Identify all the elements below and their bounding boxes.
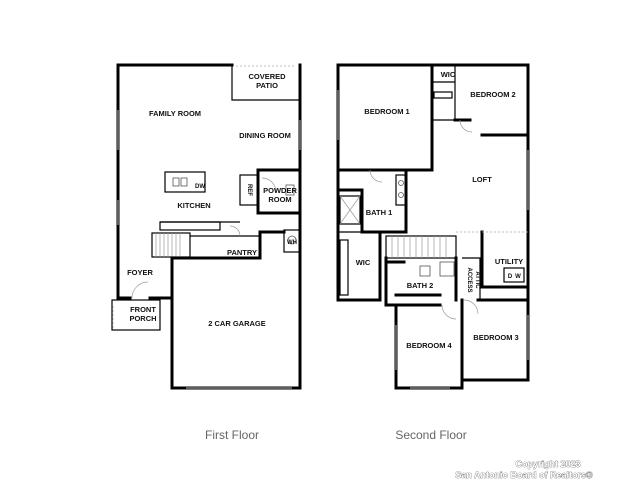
water-heater: [287, 235, 297, 245]
room-label-powder-room: POWDER: [263, 186, 297, 195]
label-ref: REF: [246, 184, 252, 196]
room-label-bedroom-4: BEDROOM 4: [406, 341, 452, 350]
sink: [172, 177, 180, 187]
second-floor-plan: WIC BEDROOM 2 BEDROOM 1 LOFT BATH 1 WIC …: [336, 63, 530, 442]
sink: [439, 261, 455, 277]
shower: [339, 195, 361, 225]
first-floor-plan: COVERED PATIO FAMILY ROOM DINING ROOM PO…: [111, 63, 302, 442]
room-label-powder-room: ROOM: [268, 195, 291, 204]
ref-nook: [239, 174, 259, 206]
room-label-bedroom-3: BEDROOM 3: [473, 333, 518, 342]
stairs: [385, 235, 457, 259]
room-label-covered-patio: PATIO: [256, 81, 278, 90]
room-label-front-porch: PORCH: [129, 314, 156, 323]
label-dw: DW: [195, 184, 205, 190]
label-dryer: D: [508, 274, 513, 280]
wall: [170, 230, 286, 260]
door-swing: [261, 177, 277, 193]
label-attic-access: ACCESS: [466, 267, 472, 292]
room-label-loft: LOFT: [472, 175, 492, 184]
wall: [336, 63, 382, 302]
wall: [336, 188, 406, 234]
second-floor-caption: Second Floor: [395, 428, 466, 442]
door-swing: [441, 304, 457, 320]
label-wh: WH: [287, 240, 297, 246]
door-swing: [131, 281, 149, 299]
sink: [398, 192, 404, 198]
sink: [180, 177, 188, 187]
wall: [336, 63, 434, 172]
room-label-front-porch: FRONT: [130, 305, 156, 314]
room-label-wic: WIC: [356, 258, 371, 267]
kitchen-island: [164, 171, 206, 193]
room-label-wic: WIC: [441, 70, 456, 79]
toilet: [285, 184, 295, 196]
stairs: [151, 232, 191, 258]
door-swing: [459, 119, 473, 133]
first-floor-caption: First Floor: [205, 428, 259, 442]
room-label-covered-patio: COVERED: [248, 72, 286, 81]
door-swing: [463, 299, 479, 315]
room-label-foyer: FOYER: [127, 268, 153, 277]
shower-mark: [339, 195, 361, 225]
sink: [398, 180, 404, 186]
water-heater-closet: [283, 229, 301, 253]
label-attic-access: ATTIC: [474, 271, 480, 289]
washer-dryer: [503, 267, 525, 283]
room-label-utility: UTILITY: [495, 257, 523, 266]
room-label-pantry: PANTRY: [227, 248, 257, 257]
wall: [480, 230, 530, 289]
room-label-bedroom-1: BEDROOM 1: [364, 107, 409, 116]
closet-shelf: [339, 239, 349, 296]
room-label-kitchen: KITCHEN: [177, 201, 210, 210]
door-swing: [229, 225, 241, 237]
closet-shelf: [433, 91, 453, 99]
room-label-family-room: FAMILY ROOM: [149, 109, 201, 118]
copyright-watermark: San Antonio Board of Realtors®: [455, 470, 593, 480]
label-washer: W: [515, 274, 521, 280]
room-label-dining-room: DINING ROOM: [239, 131, 291, 140]
attic-access-outline: [462, 257, 481, 300]
wall: [336, 63, 530, 382]
room-label-bedroom-2: BEDROOM 2: [470, 90, 515, 99]
toilet: [419, 265, 431, 277]
room-label-bath-2: BATH 2: [407, 281, 434, 290]
front-porch-outline: [111, 299, 161, 331]
copyright-watermark: Copyright 2023: [515, 459, 580, 469]
door-swing: [369, 169, 383, 183]
room-label-bath-1: BATH 1: [366, 208, 393, 217]
patio-outline: [231, 65, 300, 101]
counter-top: [159, 221, 221, 231]
room-label-garage: 2 CAR GARAGE: [208, 319, 266, 328]
